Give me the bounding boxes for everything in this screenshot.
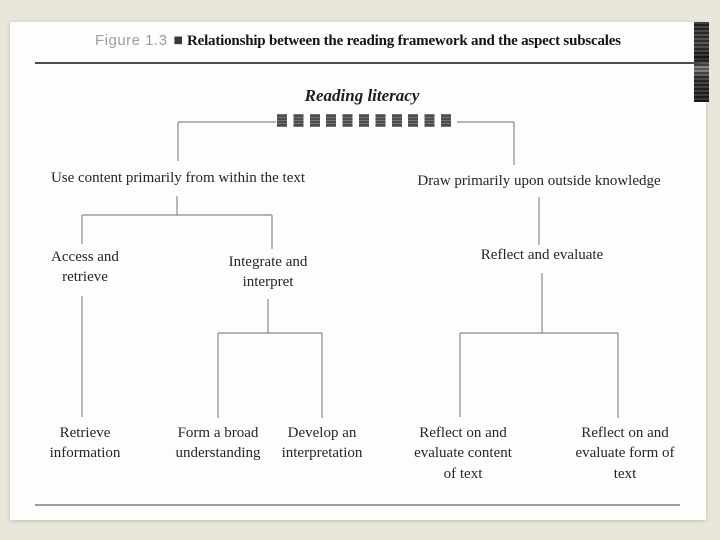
dashed-block-divider	[277, 114, 456, 127]
node-form-broad-understanding: Form a broad understanding	[175, 425, 261, 462]
node-develop-interpretation: Develop an interpretation	[281, 425, 363, 462]
node-reading-literacy: Reading literacy	[304, 86, 420, 105]
scan-artifact-bar	[694, 22, 709, 102]
node-reflect-evaluate-content: Reflect on and evaluate content of text	[414, 425, 512, 482]
document-page	[10, 22, 706, 520]
node-access-and-retrieve: Access and retrieve	[51, 249, 119, 286]
node-retrieve-information: Retrieve information	[49, 425, 121, 462]
figure-header: Figure 1.3 ■ Relationship between the read…	[95, 32, 695, 50]
node-reflect-evaluate-form: Reflect on and evaluate form of text	[575, 425, 675, 482]
node-use-content-within-text: Use content primarily from within the te…	[50, 170, 306, 186]
figure-title: Relationship between the reading framewo…	[187, 33, 621, 49]
bullet-square-icon: ■	[173, 35, 183, 46]
node-draw-outside-knowledge: Draw primarily upon outside knowledge	[417, 173, 661, 189]
node-reflect-and-evaluate: Reflect and evaluate	[480, 247, 604, 263]
node-integrate-and-interpret: Integrate and interpret	[228, 254, 308, 291]
figure-number: Figure 1.3	[95, 32, 168, 49]
